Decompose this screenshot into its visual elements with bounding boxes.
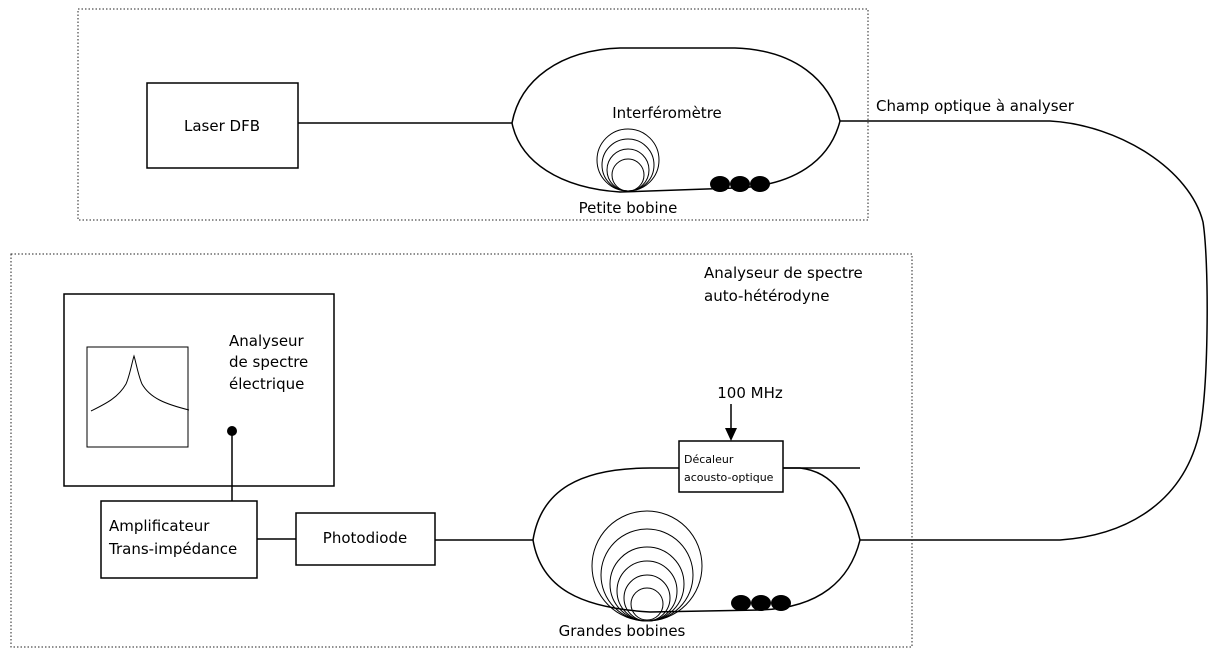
amplifier-label-line1: Amplificateur xyxy=(109,517,210,535)
amplifier-label-line2: Trans-impédance xyxy=(108,540,237,558)
lorentzian-spectrum-trace xyxy=(90,354,190,412)
large-coils-icon xyxy=(591,510,703,622)
arrow-down-icon xyxy=(725,428,737,441)
rf-frequency-label: 100 MHz xyxy=(717,384,783,402)
photodiode-box xyxy=(295,512,436,566)
optical-field-fiber xyxy=(840,120,1208,541)
mzi-upper-arm xyxy=(532,467,860,541)
delayed-interferometer: Décaleur acousto-optique 100 MHz xyxy=(532,384,861,622)
aom-box xyxy=(678,440,784,493)
aom-label-line2: acousto-optique xyxy=(684,471,774,484)
small-coil-icon xyxy=(596,128,660,192)
polarization-controller-icon xyxy=(710,176,770,192)
laser-dfb-label: Laser DFB xyxy=(184,117,260,135)
rf-drive-arrow xyxy=(725,404,737,441)
acousto-optic-shifter: Décaleur acousto-optique xyxy=(678,440,784,493)
amplifier-box xyxy=(100,500,258,579)
aom-label-line1: Décaleur xyxy=(684,453,734,466)
large-coils-label: Grandes bobines xyxy=(559,622,686,640)
esa-box xyxy=(63,293,335,487)
interferometer-label: Interféromètre xyxy=(612,104,722,122)
electrical-spectrum-analyzer: Analyseur de spectre électrique xyxy=(63,293,335,487)
laser-dfb-block: Laser DFB xyxy=(146,82,299,169)
analyzer-enclosure xyxy=(10,253,913,648)
small-coil-label: Petite bobine xyxy=(579,199,678,217)
mzi-upper-arm-right xyxy=(680,467,861,541)
esa-label-line3: électrique xyxy=(229,375,304,393)
analyzer-title-line1: Analyseur de spectre xyxy=(704,264,863,282)
photodiode: Photodiode xyxy=(295,512,436,566)
optical-field-label: Champ optique à analyser xyxy=(876,97,1075,115)
interferometer-upper-arm xyxy=(511,47,841,124)
esa-label-line2: de spectre xyxy=(229,353,308,371)
interferometer-lower-arm xyxy=(511,120,841,193)
polarization-controller-icon-2 xyxy=(731,595,791,611)
mzi-lower-arm xyxy=(532,539,861,613)
analyzer-title-line2: auto-hétérodyne xyxy=(704,287,829,305)
transimpedance-amplifier: Amplificateur Trans-impédance xyxy=(100,500,258,579)
photodiode-label: Photodiode xyxy=(323,529,407,547)
esa-label-line1: Analyseur xyxy=(229,332,305,350)
laser-dfb-box xyxy=(146,82,299,169)
esa-screen xyxy=(86,346,189,448)
interferometer: Interféromètre xyxy=(511,47,841,193)
